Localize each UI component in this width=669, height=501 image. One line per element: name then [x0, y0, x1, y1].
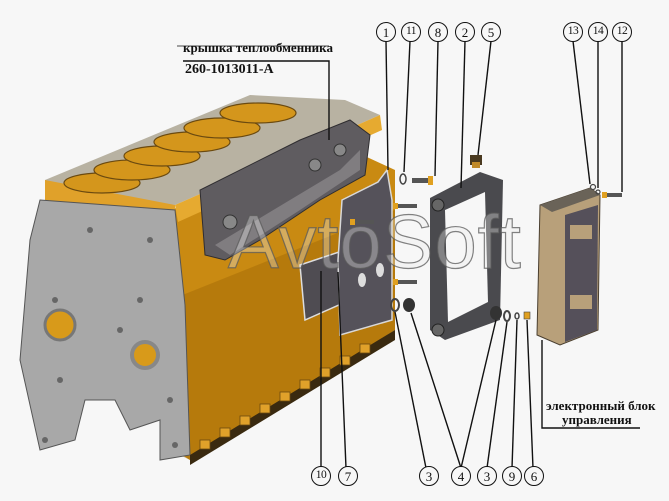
ecu-label-line2: управления — [562, 412, 632, 427]
heat-exchanger-cover — [199, 119, 371, 261]
ecu-label-line1: электронный блок — [546, 398, 656, 413]
small-parts — [390, 298, 531, 322]
cylinder-bores — [63, 102, 297, 194]
front-gear-plate — [19, 199, 191, 461]
part-3-washer — [503, 310, 511, 322]
ecu-unit — [536, 187, 601, 346]
part-11-o-ring — [399, 173, 407, 185]
part-6-nut — [523, 311, 531, 320]
callout-10: 10 — [311, 466, 331, 486]
callout-2: 2 — [455, 22, 475, 42]
callout-11: 11 — [401, 22, 421, 42]
part-4-grommet — [490, 306, 502, 320]
callout-5: 5 — [481, 22, 501, 42]
callout-4: 4 — [451, 466, 471, 486]
part-2-frame — [430, 172, 503, 340]
callout-7: 7 — [338, 466, 358, 486]
callout-8: 8 — [428, 22, 448, 42]
heat-exchanger-cover-title: крышка теплообменника — [183, 40, 333, 55]
callout-9: 9 — [502, 466, 522, 486]
callout-3: 3 — [419, 466, 439, 486]
callout-12: 12 — [612, 22, 632, 42]
callout-13: 13 — [563, 22, 583, 42]
part-14-washer — [595, 189, 601, 195]
callout-6: 6 — [524, 466, 544, 486]
part-12-bolt — [602, 192, 622, 198]
part-8-bolt — [412, 176, 433, 185]
callout-1: 1 — [376, 22, 396, 42]
part-3-washer — [390, 298, 400, 312]
engine-block — [19, 95, 395, 465]
callout-3: 3 — [477, 466, 497, 486]
leader-lines — [177, 40, 640, 469]
part-4-grommet — [403, 298, 415, 312]
callout-14: 14 — [588, 22, 608, 42]
bolts — [350, 176, 622, 285]
part-13-washer — [589, 183, 597, 191]
part-9-washer — [514, 312, 520, 320]
part-5-plug — [470, 155, 482, 168]
bottom-flange — [190, 330, 395, 465]
heat-exchanger-cover-part-number: 260-1013011-А — [185, 62, 274, 77]
